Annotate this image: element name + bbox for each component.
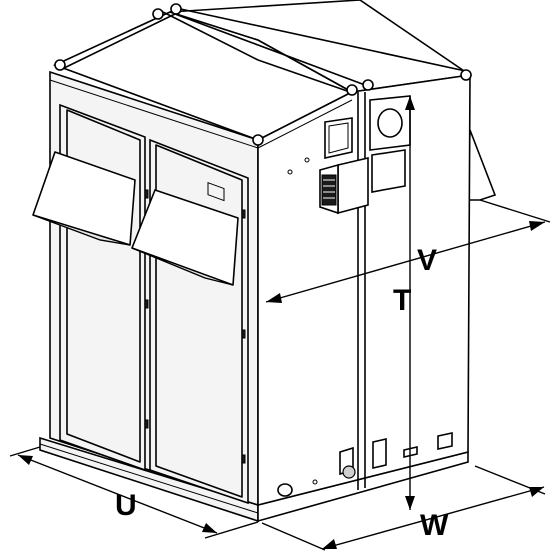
side-round-port — [369, 95, 411, 151]
dimension-u — [9, 446, 259, 539]
dimension-t — [405, 96, 415, 510]
dimension-label-v: V — [417, 244, 437, 277]
dimension-label-u: U — [115, 489, 137, 522]
front-hood-left — [32, 151, 136, 246]
side-fan-box — [319, 156, 369, 215]
side-bottom-fittings — [277, 432, 453, 497]
front-hood-right — [131, 189, 239, 286]
roof — [52, 0, 473, 141]
side-vent-lower — [371, 149, 406, 193]
side-vent-upper — [324, 117, 353, 159]
dimension-label-w: W — [420, 509, 449, 542]
dimension-label-t: T — [393, 284, 411, 317]
dimension-w — [261, 465, 546, 551]
lifting-eyes — [54, 3, 472, 146]
rear-side-panel — [467, 129, 497, 201]
dimension-v — [265, 199, 551, 303]
door-hinges — [144, 189, 246, 464]
side-face — [257, 74, 471, 507]
side-small-holes — [287, 157, 310, 175]
